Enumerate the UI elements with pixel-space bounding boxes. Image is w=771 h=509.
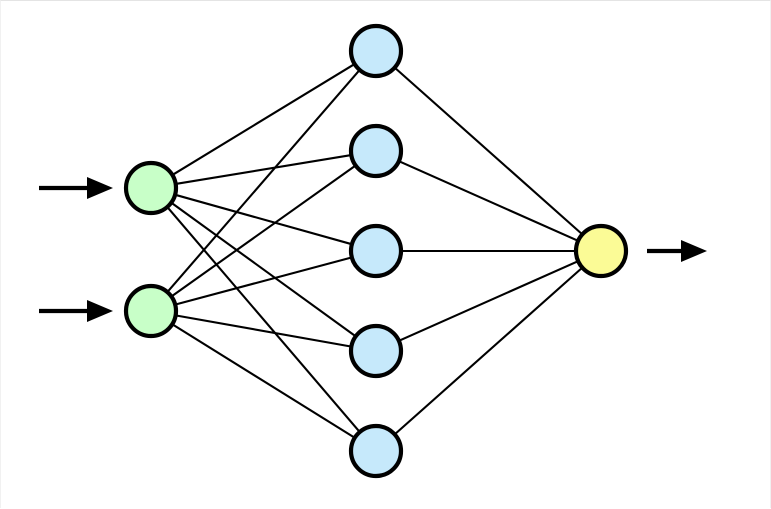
- nodes-group: [123, 23, 629, 479]
- edge-i2-h5: [169, 321, 358, 441]
- input-node-2[interactable]: [123, 283, 179, 339]
- edge-i2-h1: [164, 66, 363, 296]
- edge-h5-o1: [391, 264, 586, 438]
- hidden-node-2[interactable]: [348, 123, 404, 179]
- hidden-node-5[interactable]: [348, 423, 404, 479]
- io-arrows-group: [39, 177, 707, 322]
- edge-i1-h1: [169, 61, 358, 178]
- edge-i2-h3: [171, 255, 356, 307]
- input-arrow-2-head: [87, 300, 113, 322]
- hidden-node-3[interactable]: [348, 223, 404, 279]
- input-arrow-1: [39, 177, 113, 199]
- edge-h4-o1: [395, 258, 582, 344]
- hidden-node-1[interactable]: [348, 23, 404, 79]
- output-arrow-1: [647, 240, 707, 262]
- input-arrow-1-head: [87, 177, 113, 199]
- edges-group: [164, 61, 586, 441]
- input-layer: [123, 160, 179, 339]
- input-node-1[interactable]: [123, 160, 179, 216]
- edge-i2-h4: [172, 313, 355, 349]
- edge-i1-h2: [172, 153, 355, 186]
- input-arrow-2: [39, 300, 113, 322]
- edge-i1-h5: [164, 204, 363, 435]
- edge-i1-h4: [168, 200, 359, 339]
- edge-i1-h3: [171, 192, 356, 247]
- edge-i2-h2: [168, 162, 359, 300]
- output-node-1[interactable]: [573, 223, 629, 279]
- output-arrow-1-head: [681, 240, 707, 262]
- edge-h2-o1: [395, 158, 582, 244]
- edge-h1-o1: [391, 64, 586, 238]
- output-layer: [573, 223, 629, 279]
- hidden-node-4[interactable]: [348, 323, 404, 379]
- hidden-layer: [348, 23, 404, 479]
